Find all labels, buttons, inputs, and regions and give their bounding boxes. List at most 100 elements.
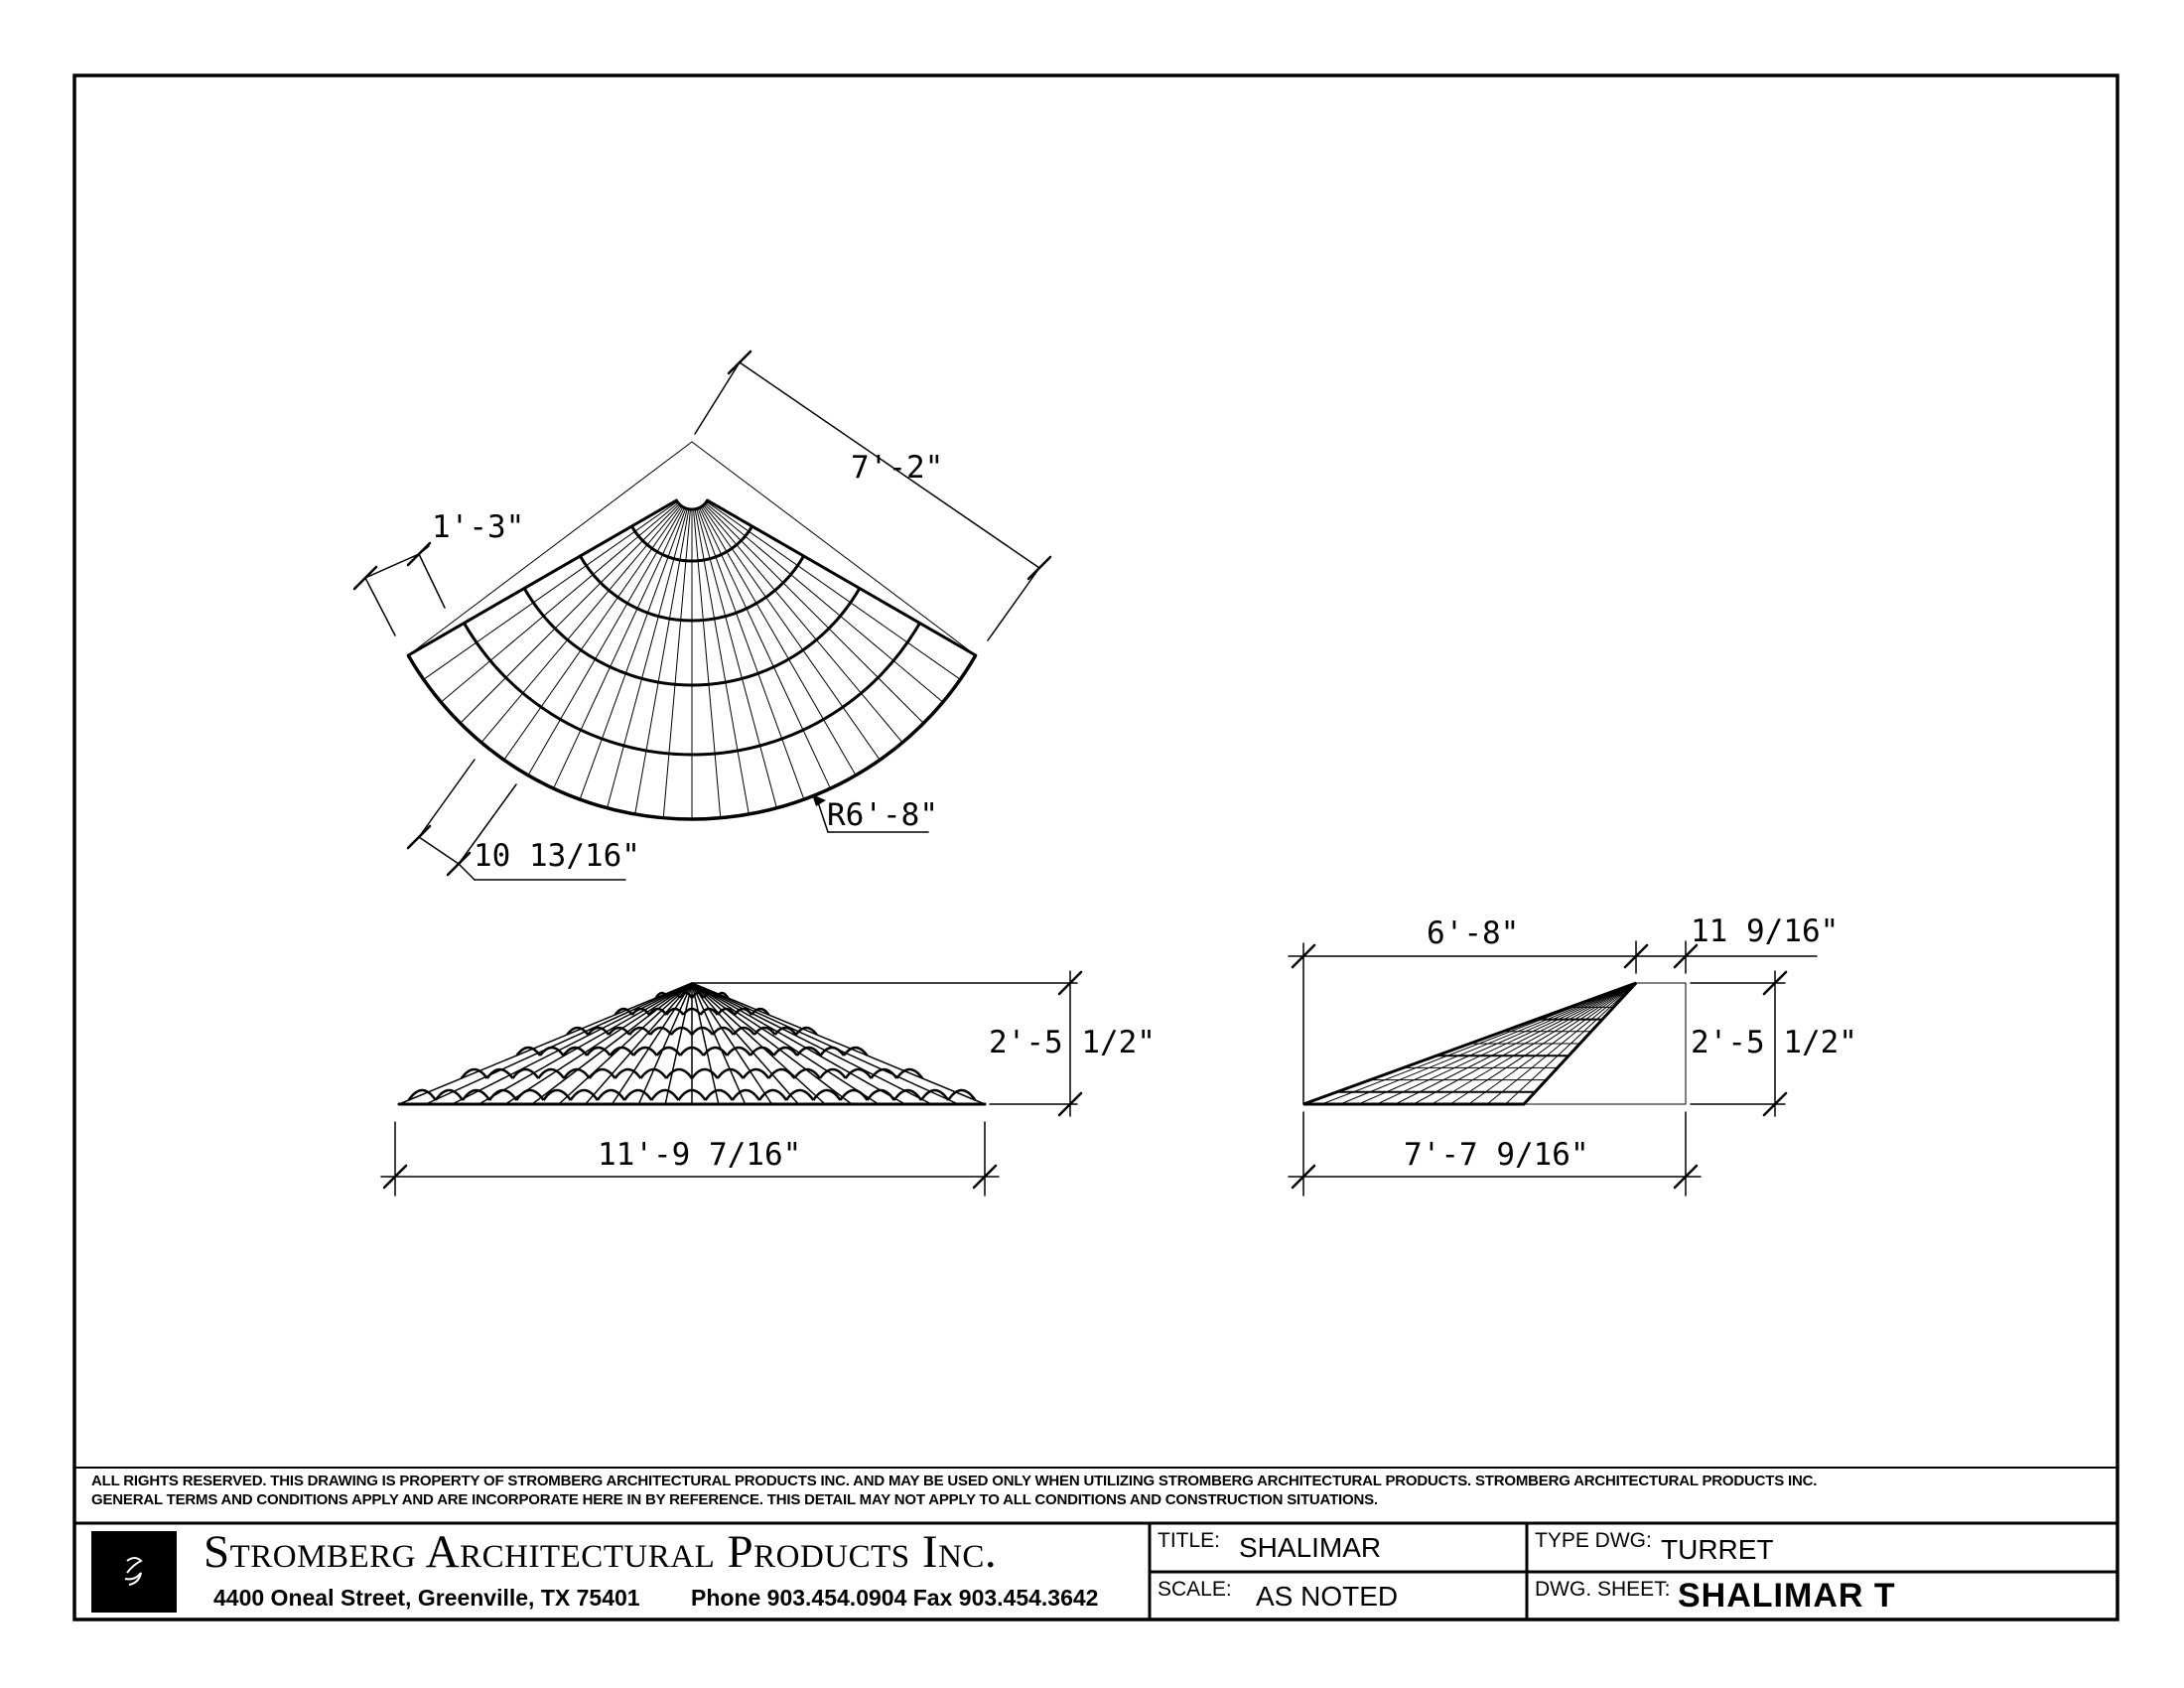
plan-dim-extension — [418, 759, 476, 838]
plan-dim-extension — [987, 567, 1040, 641]
elevation-tile-rib — [478, 982, 693, 1105]
company-logo — [91, 1531, 177, 1613]
plan-dim-leader — [418, 545, 430, 555]
dim-plan-arc-segment: 10 13/16" — [474, 838, 640, 874]
plan-dim-extension — [694, 361, 741, 435]
plan-radial-line — [699, 506, 831, 789]
elevation-tile-course — [767, 1067, 796, 1079]
elevation-tile-course — [515, 1046, 542, 1056]
dim-plan-radius: R6'-8" — [827, 797, 938, 833]
elevation-tile-rib — [558, 982, 693, 1105]
section-rib-line — [1468, 982, 1637, 1105]
elevation-tile-course — [679, 1046, 705, 1056]
elevation-tile-course — [818, 1067, 847, 1079]
elevation-tile-course — [511, 1067, 540, 1079]
elevation-tile-course — [587, 1026, 611, 1036]
elevation-tile-rib — [691, 982, 933, 1105]
elevation-tile-course — [649, 1026, 673, 1036]
plan-dim-extension — [418, 553, 446, 609]
section-rib-line — [1395, 982, 1637, 1105]
elevation-tile-course — [609, 1046, 635, 1056]
elevation-tile-course — [757, 1088, 788, 1101]
dim-plan-width: 7'-2" — [851, 450, 943, 486]
elevation-dim-tick — [1057, 970, 1083, 996]
elevation-tile-course — [563, 1067, 591, 1079]
elevation-tile-course — [632, 1046, 658, 1056]
plan-radial-line — [700, 506, 857, 776]
elevation-tile-rib — [637, 982, 693, 1105]
elevation-tile-course — [752, 1026, 776, 1036]
elevation-tile-course — [608, 1026, 631, 1036]
section-rib-line — [1449, 982, 1637, 1105]
elevation-tile-course — [749, 1046, 775, 1056]
elevation-tile-course — [785, 1088, 815, 1101]
section-rib-line — [1413, 982, 1637, 1105]
elevation-tile-course — [793, 1067, 821, 1079]
plan-radial-line — [693, 508, 722, 819]
section-rib-line — [1321, 982, 1637, 1105]
elevation-tile-course — [655, 1046, 682, 1056]
plan-radial-line — [662, 508, 691, 819]
plan-ring-arc — [675, 499, 709, 511]
plan-dim-tick — [727, 350, 752, 375]
elevation-tile-rib — [691, 982, 720, 1105]
plan-dim-line — [739, 361, 1040, 569]
copyright-notice: ALL RIGHTS RESERVED. THIS DRAWING IS PRO… — [91, 1472, 2077, 1509]
plan-dim-extension — [364, 577, 396, 636]
elevation-tile-course — [569, 1088, 599, 1101]
sheet-border — [72, 73, 2119, 1621]
elevation-tile-course — [678, 991, 694, 999]
elevation-tile-course — [812, 1088, 842, 1101]
elevation-view — [380, 970, 1083, 1196]
elevation-tile-rib — [691, 982, 986, 1105]
elevation-tile-course — [639, 1067, 668, 1079]
elevation-tile-course — [665, 1067, 694, 1079]
elevation-tile-course — [742, 1067, 770, 1079]
plan-dim-line — [418, 836, 460, 865]
elevation-tile-course — [515, 1088, 545, 1101]
elevation-tile-course — [682, 1007, 702, 1016]
logo-mark-icon — [124, 1557, 143, 1586]
elevation-tile-rib — [691, 982, 853, 1105]
elevation-tile-course — [566, 1026, 590, 1036]
elevation-tile-course — [666, 991, 681, 999]
elevation-tile-course — [704, 1088, 734, 1101]
plan-extension-line — [407, 441, 693, 656]
section-rib-line — [1432, 982, 1637, 1105]
plan-extension-line — [691, 441, 977, 656]
company-phone-fax: Phone 903.454.0904 Fax 903.454.3642 — [691, 1585, 1099, 1611]
elevation-tile-course — [844, 1067, 873, 1079]
plan-dim-tick — [406, 824, 432, 850]
plan-radial-line — [705, 502, 944, 703]
elevation-tile-course — [690, 991, 706, 999]
section-dim-tick — [1673, 943, 1699, 969]
elevation-tile-course — [919, 1088, 950, 1101]
elevation-tile-course — [895, 1067, 924, 1079]
elevation-tile-rib — [531, 982, 693, 1105]
elevation-tile-course — [716, 1067, 745, 1079]
elevation-tile-course — [731, 1088, 760, 1101]
section-view — [1288, 940, 1818, 1196]
section-rib-line — [1505, 982, 1637, 1105]
elevation-tile-rib — [425, 982, 693, 1105]
elevation-tile-course — [677, 1088, 707, 1101]
elevation-tile-course — [630, 1007, 651, 1016]
scale-label: SCALE: — [1158, 1578, 1232, 1601]
elevation-tile-rib — [691, 982, 773, 1105]
elevation-tile-course — [460, 1067, 488, 1079]
elevation-dim-tick — [382, 1164, 408, 1190]
elevation-tile-course — [647, 1007, 668, 1016]
elevation-tile-rib — [691, 982, 826, 1105]
dim-plan-segment: 1'-3" — [432, 509, 524, 545]
elevation-dim-tick — [1057, 1091, 1083, 1117]
plan-radial-line — [553, 506, 685, 789]
elevation-tile-course — [407, 1088, 437, 1101]
plan-radial-line — [440, 502, 679, 703]
elevation-tile-course — [819, 1046, 845, 1056]
elevation-tile-rib — [504, 982, 693, 1105]
elevation-tile-course — [794, 1026, 818, 1036]
notice-line-2: GENERAL TERMS AND CONDITIONS APPLY AND A… — [91, 1491, 1378, 1508]
elevation-tile-rib — [691, 982, 959, 1105]
